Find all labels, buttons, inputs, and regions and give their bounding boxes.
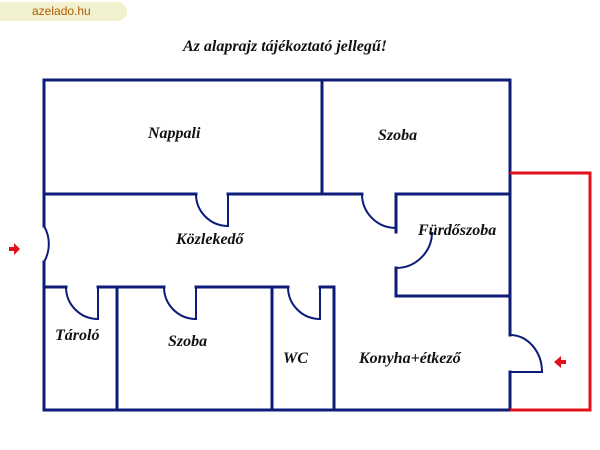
entrance-arrow-left xyxy=(9,243,20,255)
outer-walls xyxy=(42,78,512,412)
room-label-konyha: Konyha+étkező xyxy=(358,350,462,367)
room-label-nappali: Nappali xyxy=(147,125,201,142)
interior-walls xyxy=(42,78,512,412)
room-label-furdoszoba: Fürdőszoba xyxy=(417,222,496,239)
room-label-tarolo: Tároló xyxy=(55,327,99,344)
door-swings xyxy=(43,193,544,373)
room-label-wc: WC xyxy=(283,350,308,367)
plan-disclaimer: Az alaprajz tájékoztató jellegű! xyxy=(182,38,387,55)
exterior-outline xyxy=(510,171,592,412)
entrance-arrow-right xyxy=(554,356,566,368)
room-label-kozlekedo: Közlekedő xyxy=(175,231,245,248)
site-badge[interactable]: azelado.hu xyxy=(0,2,127,21)
room-label-szoba-top: Szoba xyxy=(378,127,417,144)
room-label-szoba-bottom: Szoba xyxy=(168,333,207,350)
